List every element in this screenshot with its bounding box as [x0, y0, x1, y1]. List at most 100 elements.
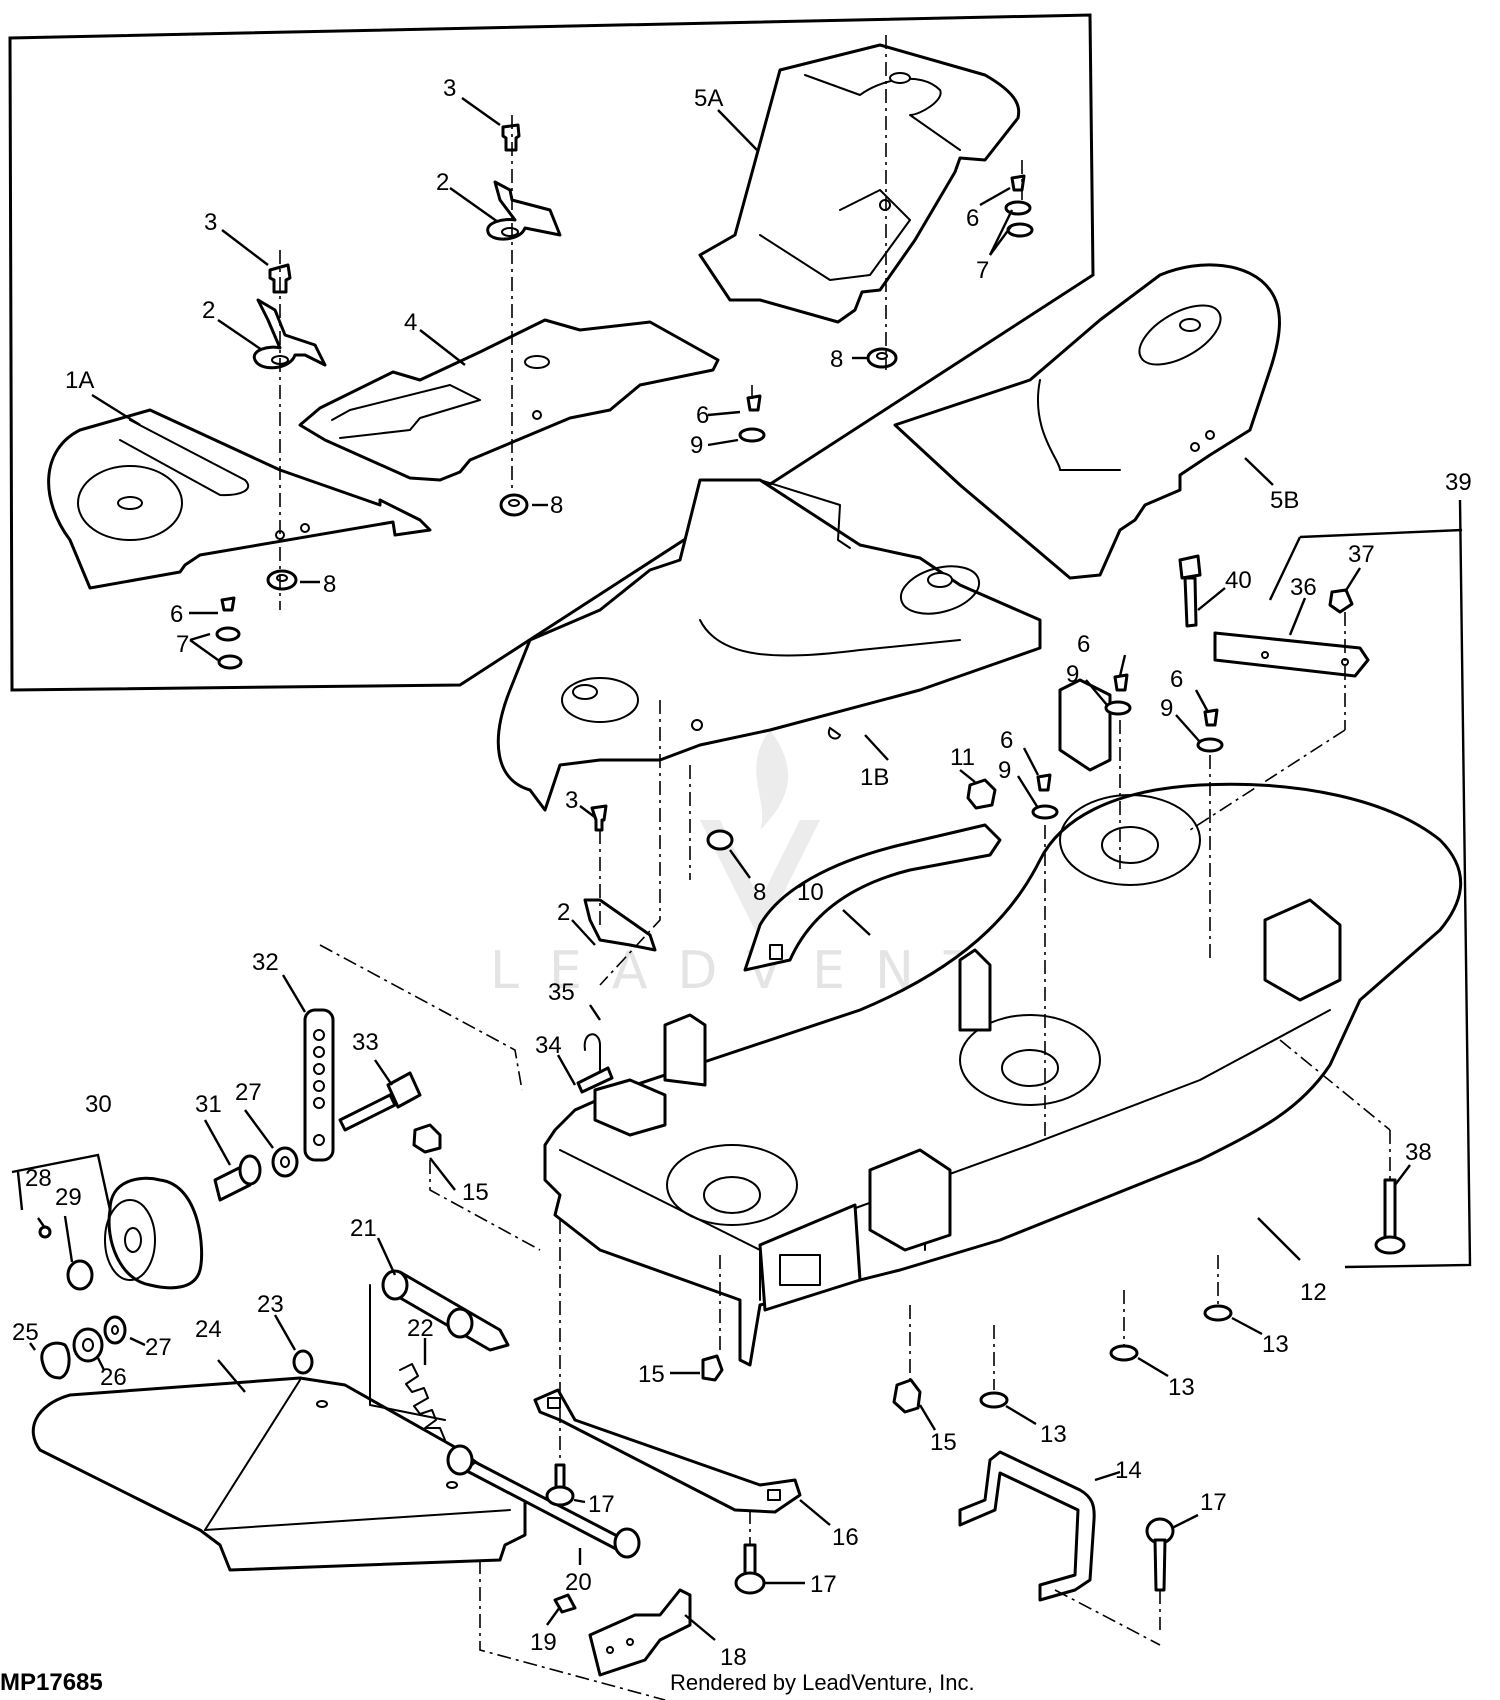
callout-3: 3	[204, 209, 217, 236]
callout-5A: 5A	[694, 85, 723, 112]
part-26[interactable]	[72, 1327, 104, 1363]
part-31[interactable]	[213, 1154, 262, 1202]
part-23[interactable]	[292, 1349, 314, 1375]
callout-11: 11	[950, 744, 975, 771]
callout-28: 28	[25, 1165, 52, 1192]
callout-9: 9	[1160, 695, 1173, 722]
part-21[interactable]	[369, 1269, 510, 1421]
callout-8: 8	[830, 346, 843, 373]
callout-9: 9	[1066, 661, 1079, 688]
callout-6: 6	[1077, 631, 1090, 658]
callout-34: 34	[535, 1032, 562, 1059]
part-15-right[interactable]	[892, 1378, 922, 1414]
part-40[interactable]	[1178, 554, 1202, 628]
part-29[interactable]	[66, 1259, 94, 1291]
callout-17: 17	[1200, 1489, 1227, 1516]
callout-labels: 3 2 3 2 4 1A 8 6 7 8 6 9 5A 6 7 8 5B 39 …	[12, 75, 1472, 1671]
callout-6: 6	[1000, 727, 1013, 754]
part-8-inset-right[interactable]	[866, 347, 898, 369]
render-credit: Rendered by LeadVenture, Inc.	[670, 1670, 975, 1695]
callout-27: 27	[145, 1334, 172, 1361]
part-6-9-b[interactable]	[1196, 708, 1224, 753]
callout-12: 12	[1300, 1279, 1327, 1306]
part-27-upper[interactable]	[271, 1146, 299, 1178]
part-17-right[interactable]	[1145, 1517, 1175, 1592]
part-6-9-c[interactable]	[1031, 773, 1059, 820]
part-8-inset-mid[interactable]	[499, 493, 529, 517]
part-36[interactable]	[1213, 631, 1370, 678]
callout-27: 27	[235, 1079, 262, 1106]
part-1A[interactable]	[47, 408, 432, 590]
callout-10: 10	[797, 879, 824, 906]
callout-31: 31	[195, 1091, 222, 1118]
part-32[interactable]	[303, 1008, 335, 1162]
part-3-main[interactable]	[590, 804, 608, 832]
part-17-mid[interactable]	[734, 1543, 766, 1595]
part-5A[interactable]	[698, 43, 1021, 324]
part-13-a[interactable]	[1203, 1304, 1233, 1322]
part-4[interactable]	[298, 318, 720, 482]
part-9-inset-mid[interactable]	[738, 427, 766, 443]
watermark-flame-icon	[756, 730, 789, 830]
part-18[interactable]	[588, 1588, 692, 1677]
part-7-inset-right[interactable]	[1004, 200, 1034, 238]
callout-37: 37	[1348, 541, 1375, 568]
callout-36: 36	[1290, 574, 1317, 601]
part-10[interactable]	[743, 823, 1002, 972]
part-37[interactable]	[1328, 588, 1354, 614]
part-13-c[interactable]	[979, 1391, 1009, 1409]
assembly-lines	[279, 35, 1391, 1700]
part-22[interactable]	[399, 1363, 446, 1441]
part-5B[interactable]	[893, 263, 1281, 580]
callout-26: 26	[100, 1364, 127, 1391]
part-13-b[interactable]	[1109, 1344, 1139, 1362]
part-2-right[interactable]	[486, 180, 562, 241]
part-6-9-a[interactable]	[1104, 673, 1132, 716]
part-15-mid[interactable]	[701, 1354, 724, 1382]
callout-2: 2	[557, 899, 570, 926]
part-2-left[interactable]	[252, 298, 327, 370]
part-6-inset-left[interactable]	[220, 596, 236, 612]
part-25[interactable]	[40, 1341, 71, 1380]
part-20[interactable]	[446, 1444, 641, 1559]
part-7-inset-left[interactable]	[215, 626, 243, 670]
part-3-right[interactable]	[501, 123, 521, 152]
part-14[interactable]	[958, 1450, 1096, 1602]
part-12[interactable]	[543, 678, 1463, 1367]
inset-frame	[8, 13, 1095, 692]
part-11[interactable]	[966, 778, 997, 810]
leaders	[11, 97, 1472, 1641]
part-38[interactable]	[1374, 1178, 1406, 1255]
part-27-lower[interactable]	[103, 1315, 127, 1345]
part-17-left[interactable]	[545, 1463, 575, 1507]
callout-5B: 5B	[1270, 487, 1299, 514]
part-2-main[interactable]	[583, 898, 657, 952]
part-24[interactable]	[31, 1376, 527, 1572]
callout-39: 39	[1445, 469, 1472, 496]
part-34[interactable]	[576, 1066, 614, 1094]
part-8-main[interactable]	[706, 829, 734, 851]
figure-id: MP17685	[0, 1669, 103, 1696]
part-35[interactable]	[583, 1033, 601, 1071]
part-16[interactable]	[533, 1388, 802, 1514]
callout-16: 16	[832, 1524, 859, 1551]
callout-13: 13	[1040, 1421, 1067, 1448]
callout-19: 19	[530, 1629, 557, 1656]
part-8-inset-left[interactable]	[266, 569, 298, 591]
callout-13: 13	[1168, 1374, 1195, 1401]
callout-6: 6	[696, 402, 709, 429]
callout-1B: 1B	[860, 764, 889, 791]
callout-9: 9	[998, 757, 1011, 784]
callout-8: 8	[323, 571, 336, 598]
callout-2: 2	[202, 297, 215, 324]
callout-29: 29	[55, 1184, 82, 1211]
inset-hardware	[215, 174, 1034, 670]
part-6-inset-mid[interactable]	[746, 394, 762, 412]
part-15-left[interactable]	[412, 1123, 442, 1154]
part-30[interactable]	[104, 1176, 204, 1290]
part-28[interactable]	[38, 1225, 52, 1239]
callout-4: 4	[404, 309, 417, 336]
part-33[interactable]	[338, 1071, 422, 1132]
part-1B[interactable]	[496, 478, 1042, 812]
